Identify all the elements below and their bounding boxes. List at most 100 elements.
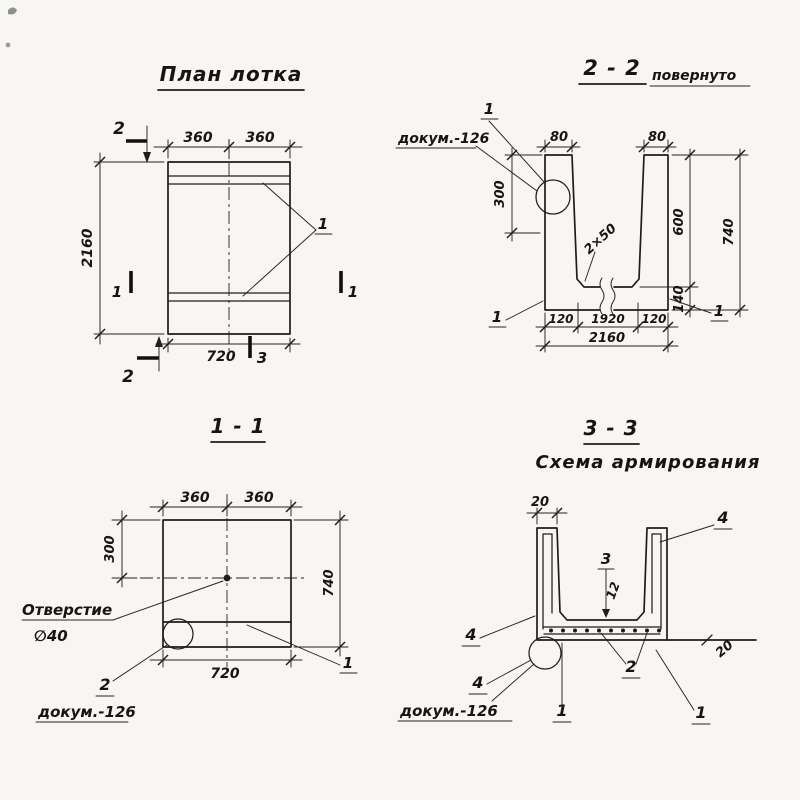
section11-hole (223, 574, 231, 582)
scan-marks (5, 7, 17, 48)
section33-callout-4-bottom: 4 (471, 673, 483, 692)
section22-subtitle: повернуто (652, 68, 737, 84)
section22-dim-600: 600 (672, 208, 687, 235)
section33-dim-20-right: 20 (713, 638, 737, 661)
plan-left-dimension: 2160 (80, 152, 165, 345)
section22-dim-300: 300 (493, 180, 508, 207)
plan-dim-360-right: 360 (245, 130, 274, 146)
section22-doc-group: докум.-126 (395, 131, 538, 192)
plan-cut-mark-1-right: 1 (339, 271, 358, 301)
plan-dim-720: 720 (206, 349, 235, 365)
plan-dim-2160: 2160 (80, 228, 96, 267)
view-section-1-1: 1 - 1 360 360 300 (21, 414, 358, 723)
section22-doc-label: докум.-126 (397, 131, 490, 147)
section11-detail-group: 2 докум.-126 (35, 618, 194, 723)
section33-callout-4-top: 4 (716, 508, 728, 527)
section33-doc-label: докум.-126 (399, 702, 498, 720)
section22-callout-bottom-right-group: 1 (669, 298, 729, 322)
section11-callout-2: 2 (99, 675, 110, 694)
section11-hole-callout: Отверстие ∅40 (21, 580, 224, 645)
section22-callout-bottom-left-group: 1 (488, 300, 544, 328)
section11-dim-300-group: 300 (103, 510, 161, 588)
section33-callout-4-left: 4 (464, 625, 476, 644)
section22-title: 2 - 2 (583, 56, 641, 80)
view-section-2-2: 2 - 2 повернуто 1 докум.-126 (395, 56, 751, 353)
section22-right-dimensions: 600 140 740 (639, 148, 749, 318)
plan-bottom-dimension: 720 (155, 337, 301, 365)
section22-outline (544, 154, 669, 311)
section11-dim-360-left: 360 (180, 490, 209, 506)
plan-body (167, 139, 291, 353)
section22-bottom-dimensions: 120 1920 120 2160 (535, 302, 679, 353)
section22-dim-80-left: 80 (550, 130, 568, 145)
plan-cut-mark-3: 3 (248, 336, 267, 367)
section22-dim-1920: 1920 (591, 312, 624, 326)
section33-dim-20-top: 20 (531, 495, 549, 510)
section33-doc-group: докум.-126 (397, 663, 535, 722)
section33-body (536, 527, 757, 641)
section11-body (140, 494, 308, 667)
section22-dim-80-right: 80 (648, 130, 666, 145)
section11-dim-740: 740 (322, 569, 337, 596)
plan-cut1-right-label: 1 (348, 283, 358, 301)
section33-callout-3: 3 (601, 550, 611, 568)
section33-rebar-dots (549, 628, 661, 633)
section11-doc-label: докум.-126 (37, 703, 136, 721)
plan-cut2-top-label: 2 (113, 119, 125, 139)
section11-hole-diameter: ∅40 (34, 627, 68, 645)
section33-callout-1-right: 1 (695, 703, 706, 722)
plan-callout-1-group: 1 (242, 182, 333, 297)
plan-callout-1: 1 (318, 215, 328, 233)
section22-dim-140: 140 (672, 285, 687, 312)
plan-top-dimension: 360 360 (153, 130, 303, 159)
section33-detail-circle (528, 636, 562, 670)
view-plan: План лотка 2 2 360 360 (80, 62, 358, 387)
section33-callout-1-right-group: 1 (655, 649, 711, 725)
section11-detail-circle (162, 618, 194, 650)
section22-chamfer-note: 2×50 (582, 221, 620, 282)
section22-callout-top-group: 1 (480, 100, 546, 184)
plan-title: План лотка (160, 62, 303, 86)
section11-bottom-dimension: 720 (149, 649, 303, 682)
section22-dim-2160: 2160 (589, 331, 625, 346)
section22-dim-300-group: 300 (493, 147, 543, 242)
section11-callout-1: 1 (343, 654, 353, 672)
section33-title: 3 - 3 (583, 416, 638, 440)
section11-top-dimension: 360 360 (149, 490, 303, 517)
section11-dim-360-right: 360 (244, 490, 273, 506)
plan-cut-mark-1-left: 1 (112, 271, 133, 301)
section22-callout-top: 1 (484, 100, 494, 118)
section22-callout-bottom-left: 1 (492, 308, 502, 326)
section22-dim-120-right: 120 (641, 312, 666, 326)
section33-dim-20-right-group: 20 (701, 634, 737, 661)
section33-dim-20-top-group: 20 (526, 495, 568, 525)
section33-dim-12: 12 (603, 580, 623, 601)
plan-cut3-label: 3 (257, 349, 267, 367)
section11-dim-300: 300 (103, 535, 118, 562)
section22-dim-740: 740 (722, 218, 737, 245)
section33-callout-2: 2 (625, 657, 636, 676)
section33-callout-4-bottom-group: 4 (468, 659, 532, 695)
section33-callout-4-top-group: 4 (659, 508, 733, 543)
section33-subtitle: Схема армирования (536, 452, 761, 473)
view-section-3-3: 3 - 3 Схема армирования 20 (397, 416, 761, 725)
section22-dim-80-group: 80 80 (536, 130, 677, 153)
section33-callout-3-group: 3 12 (597, 550, 623, 618)
section33-callout-1-left: 1 (556, 701, 567, 720)
plan-cut-mark-2-top: 2 (113, 119, 151, 163)
plan-cut2-bottom-label: 2 (122, 367, 134, 387)
section11-callout-1-group: 1 (246, 624, 358, 674)
section33-callout-1-left-group: 1 (552, 642, 572, 723)
section22-body (544, 154, 669, 315)
section33-callout-2-group: 2 (600, 632, 648, 679)
section22-note-chamfer: 2×50 (582, 221, 620, 258)
section33-outline (536, 527, 668, 641)
section22-callout-bottom-right: 1 (714, 302, 724, 320)
plan-cut1-left-label: 1 (112, 283, 122, 301)
section11-dim-720: 720 (210, 666, 239, 682)
section22-dim-120-left: 120 (548, 312, 573, 326)
section22-detail-circle (535, 179, 571, 215)
plan-dim-360-left: 360 (183, 130, 212, 146)
